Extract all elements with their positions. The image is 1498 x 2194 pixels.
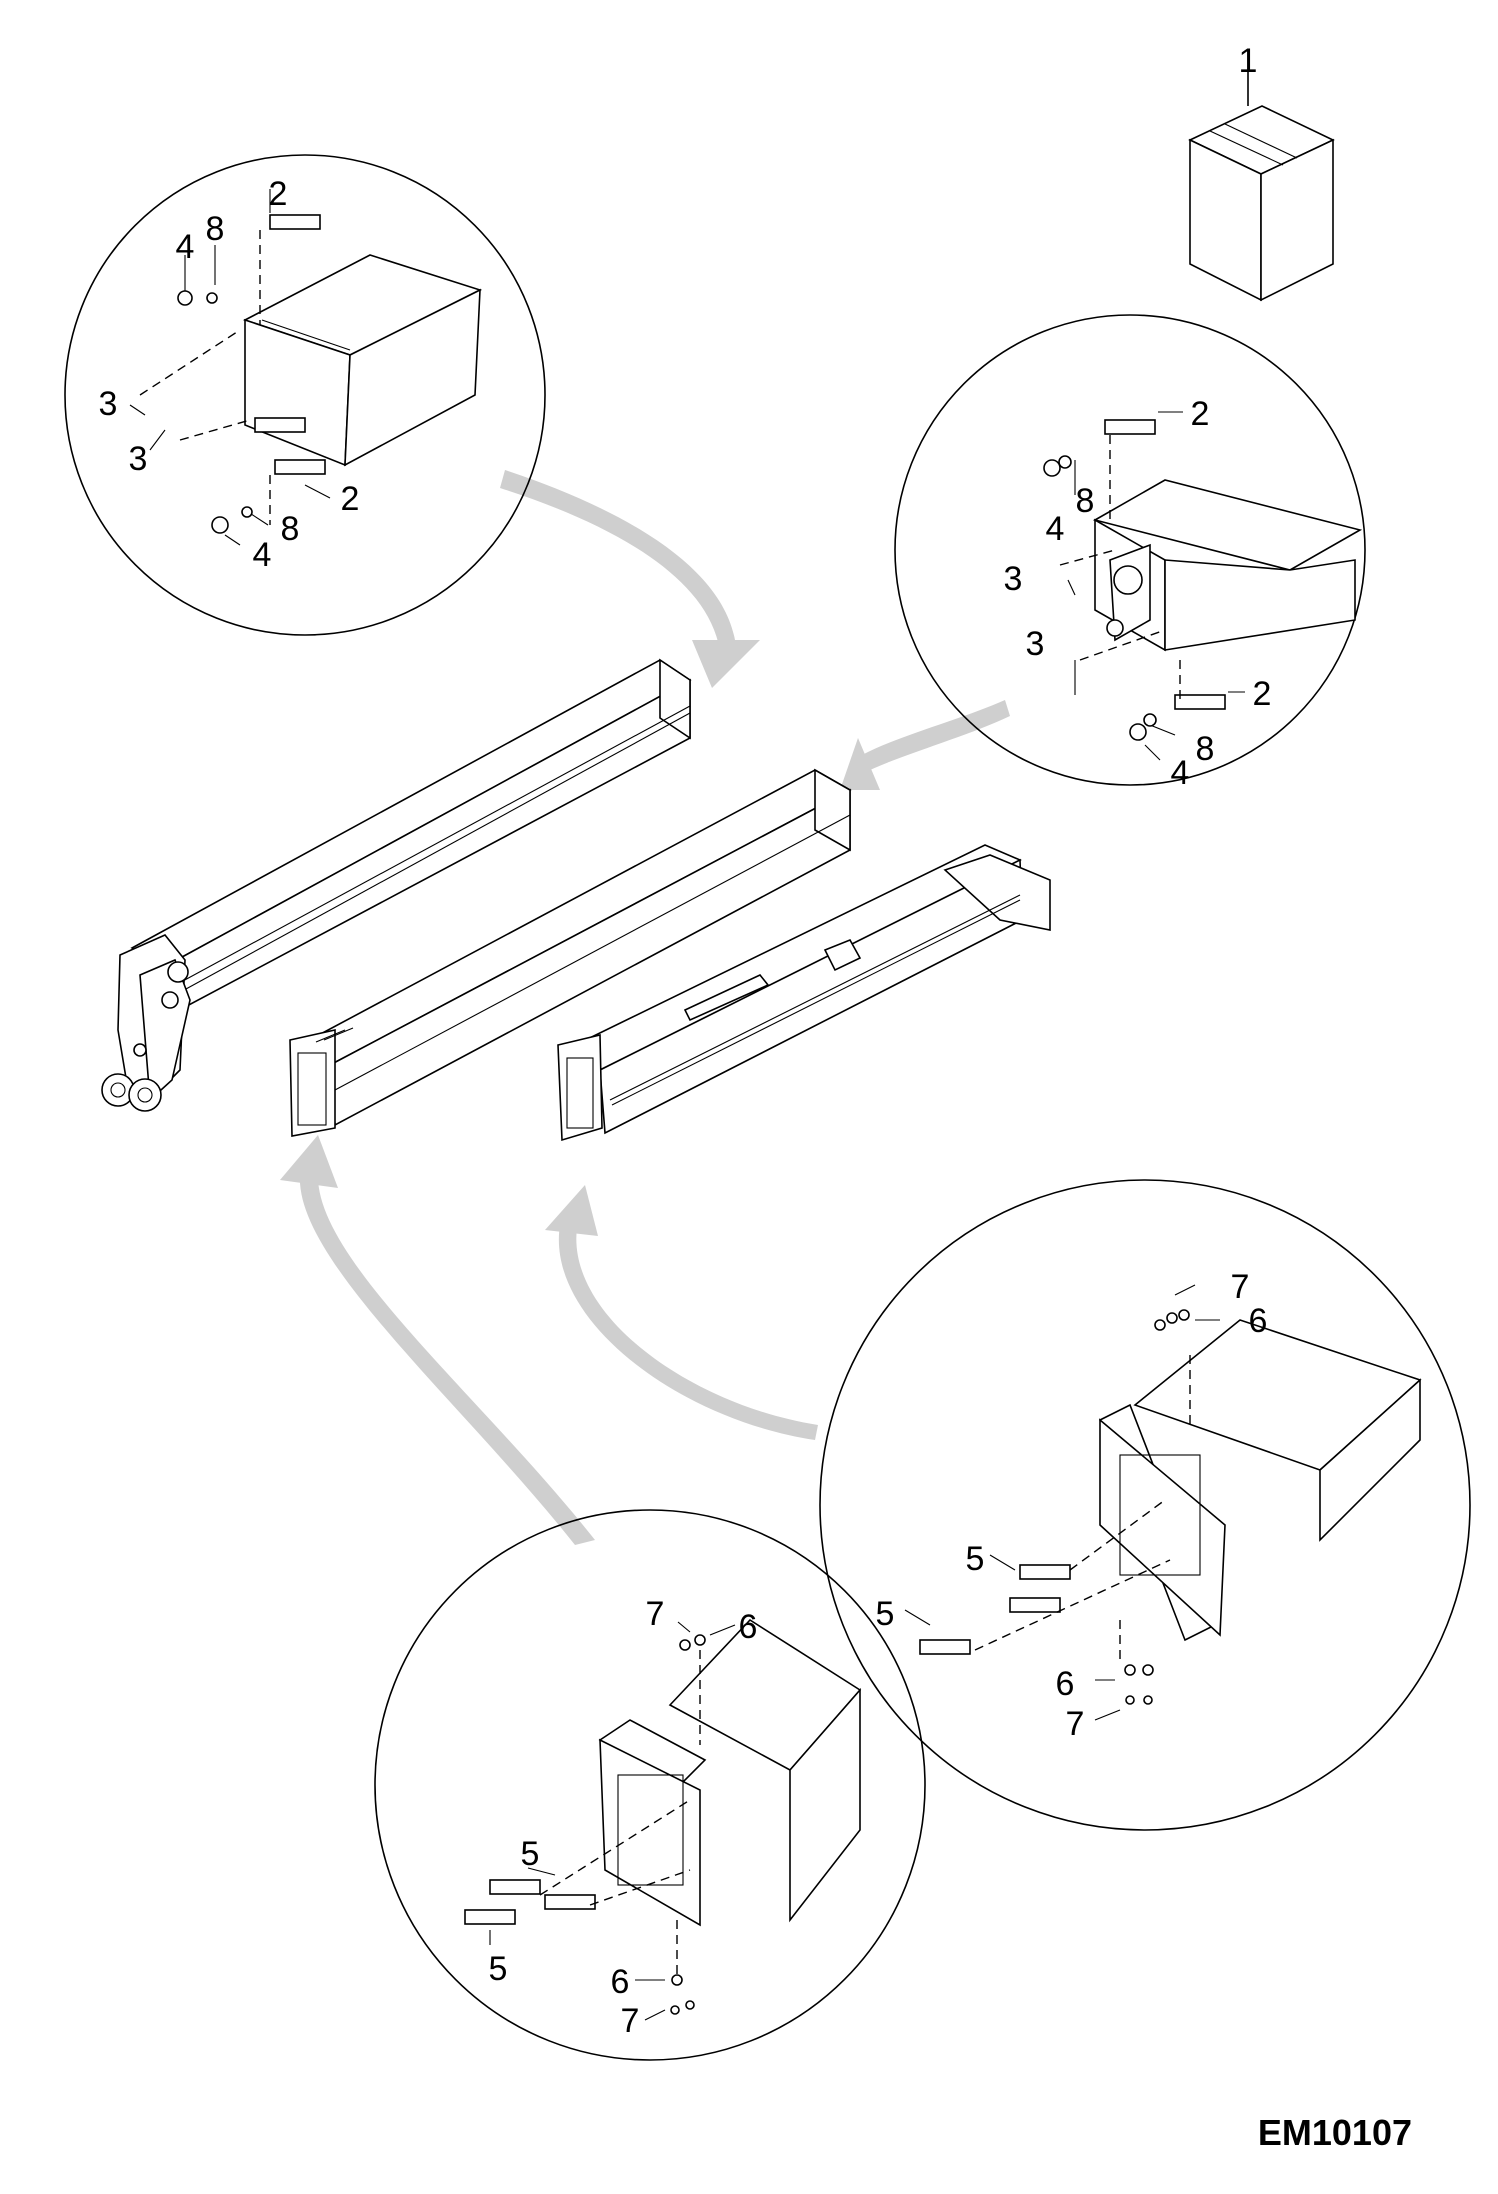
detail-circle-bottom-right bbox=[819, 1179, 1471, 1831]
callout-bottom-left-5a: 5 bbox=[521, 1835, 540, 1873]
figure-code: EM10107 bbox=[1257, 2112, 1412, 2153]
callout-top-left-3b: 3 bbox=[129, 440, 148, 478]
callout-bottom-right-6b: 6 bbox=[1056, 1665, 1075, 1703]
callout-top-right-2b: 2 bbox=[1253, 675, 1272, 713]
callout-top-right-3a: 3 bbox=[1004, 560, 1023, 598]
outer-boom-section bbox=[101, 658, 692, 1112]
callout-top-right-2a: 2 bbox=[1191, 395, 1210, 433]
assembly-arrows bbox=[280, 470, 1010, 1545]
callout-bottom-left-6a: 6 bbox=[739, 1608, 758, 1646]
detail-circle-bottom-left bbox=[374, 1509, 926, 2061]
callout-bottom-left-5b: 5 bbox=[489, 1950, 508, 1988]
callout-top-left-2b: 2 bbox=[341, 480, 360, 518]
detail-circle-top-left bbox=[64, 154, 546, 636]
callout-top-right-3b: 3 bbox=[1026, 625, 1045, 663]
inner-boom-section bbox=[557, 844, 1051, 1142]
callout-top-left-8b: 8 bbox=[281, 510, 300, 548]
detail-circle-top-right bbox=[894, 314, 1366, 786]
callout-bottom-right-7a: 7 bbox=[1231, 1268, 1250, 1306]
callout-top-left-3a: 3 bbox=[99, 385, 118, 423]
callout-top-right-8a: 8 bbox=[1076, 482, 1095, 520]
callout-bottom-right-6a: 6 bbox=[1249, 1302, 1268, 1340]
callout-labels: 1 2 8 4 3 3 2 8 4 2 8 4 3 3 2 8 4 7 6 5 … bbox=[99, 42, 1272, 2040]
callout-bottom-right-5b: 5 bbox=[876, 1595, 895, 1633]
callout-bottom-right-7b: 7 bbox=[1066, 1705, 1085, 1743]
callout-top-left-4b: 4 bbox=[253, 536, 272, 574]
middle-boom-section bbox=[289, 768, 852, 1137]
callout-top-right-4b: 4 bbox=[1171, 754, 1190, 792]
callout-top-left-2a: 2 bbox=[269, 175, 288, 213]
callout-top-right-4a: 4 bbox=[1046, 510, 1065, 548]
callout-bottom-right-5a: 5 bbox=[966, 1540, 985, 1578]
callout-top-right-8b: 8 bbox=[1196, 730, 1215, 768]
callout-bottom-left-7b: 7 bbox=[621, 2002, 640, 2040]
callout-top-left-4a: 4 bbox=[176, 228, 195, 266]
callout-bottom-left-6b: 6 bbox=[611, 1963, 630, 2001]
callout-bottom-left-7a: 7 bbox=[646, 1595, 665, 1633]
callout-top-left-8a: 8 bbox=[206, 210, 225, 248]
callout-1: 1 bbox=[1239, 42, 1258, 80]
kit-box bbox=[1188, 72, 1335, 302]
